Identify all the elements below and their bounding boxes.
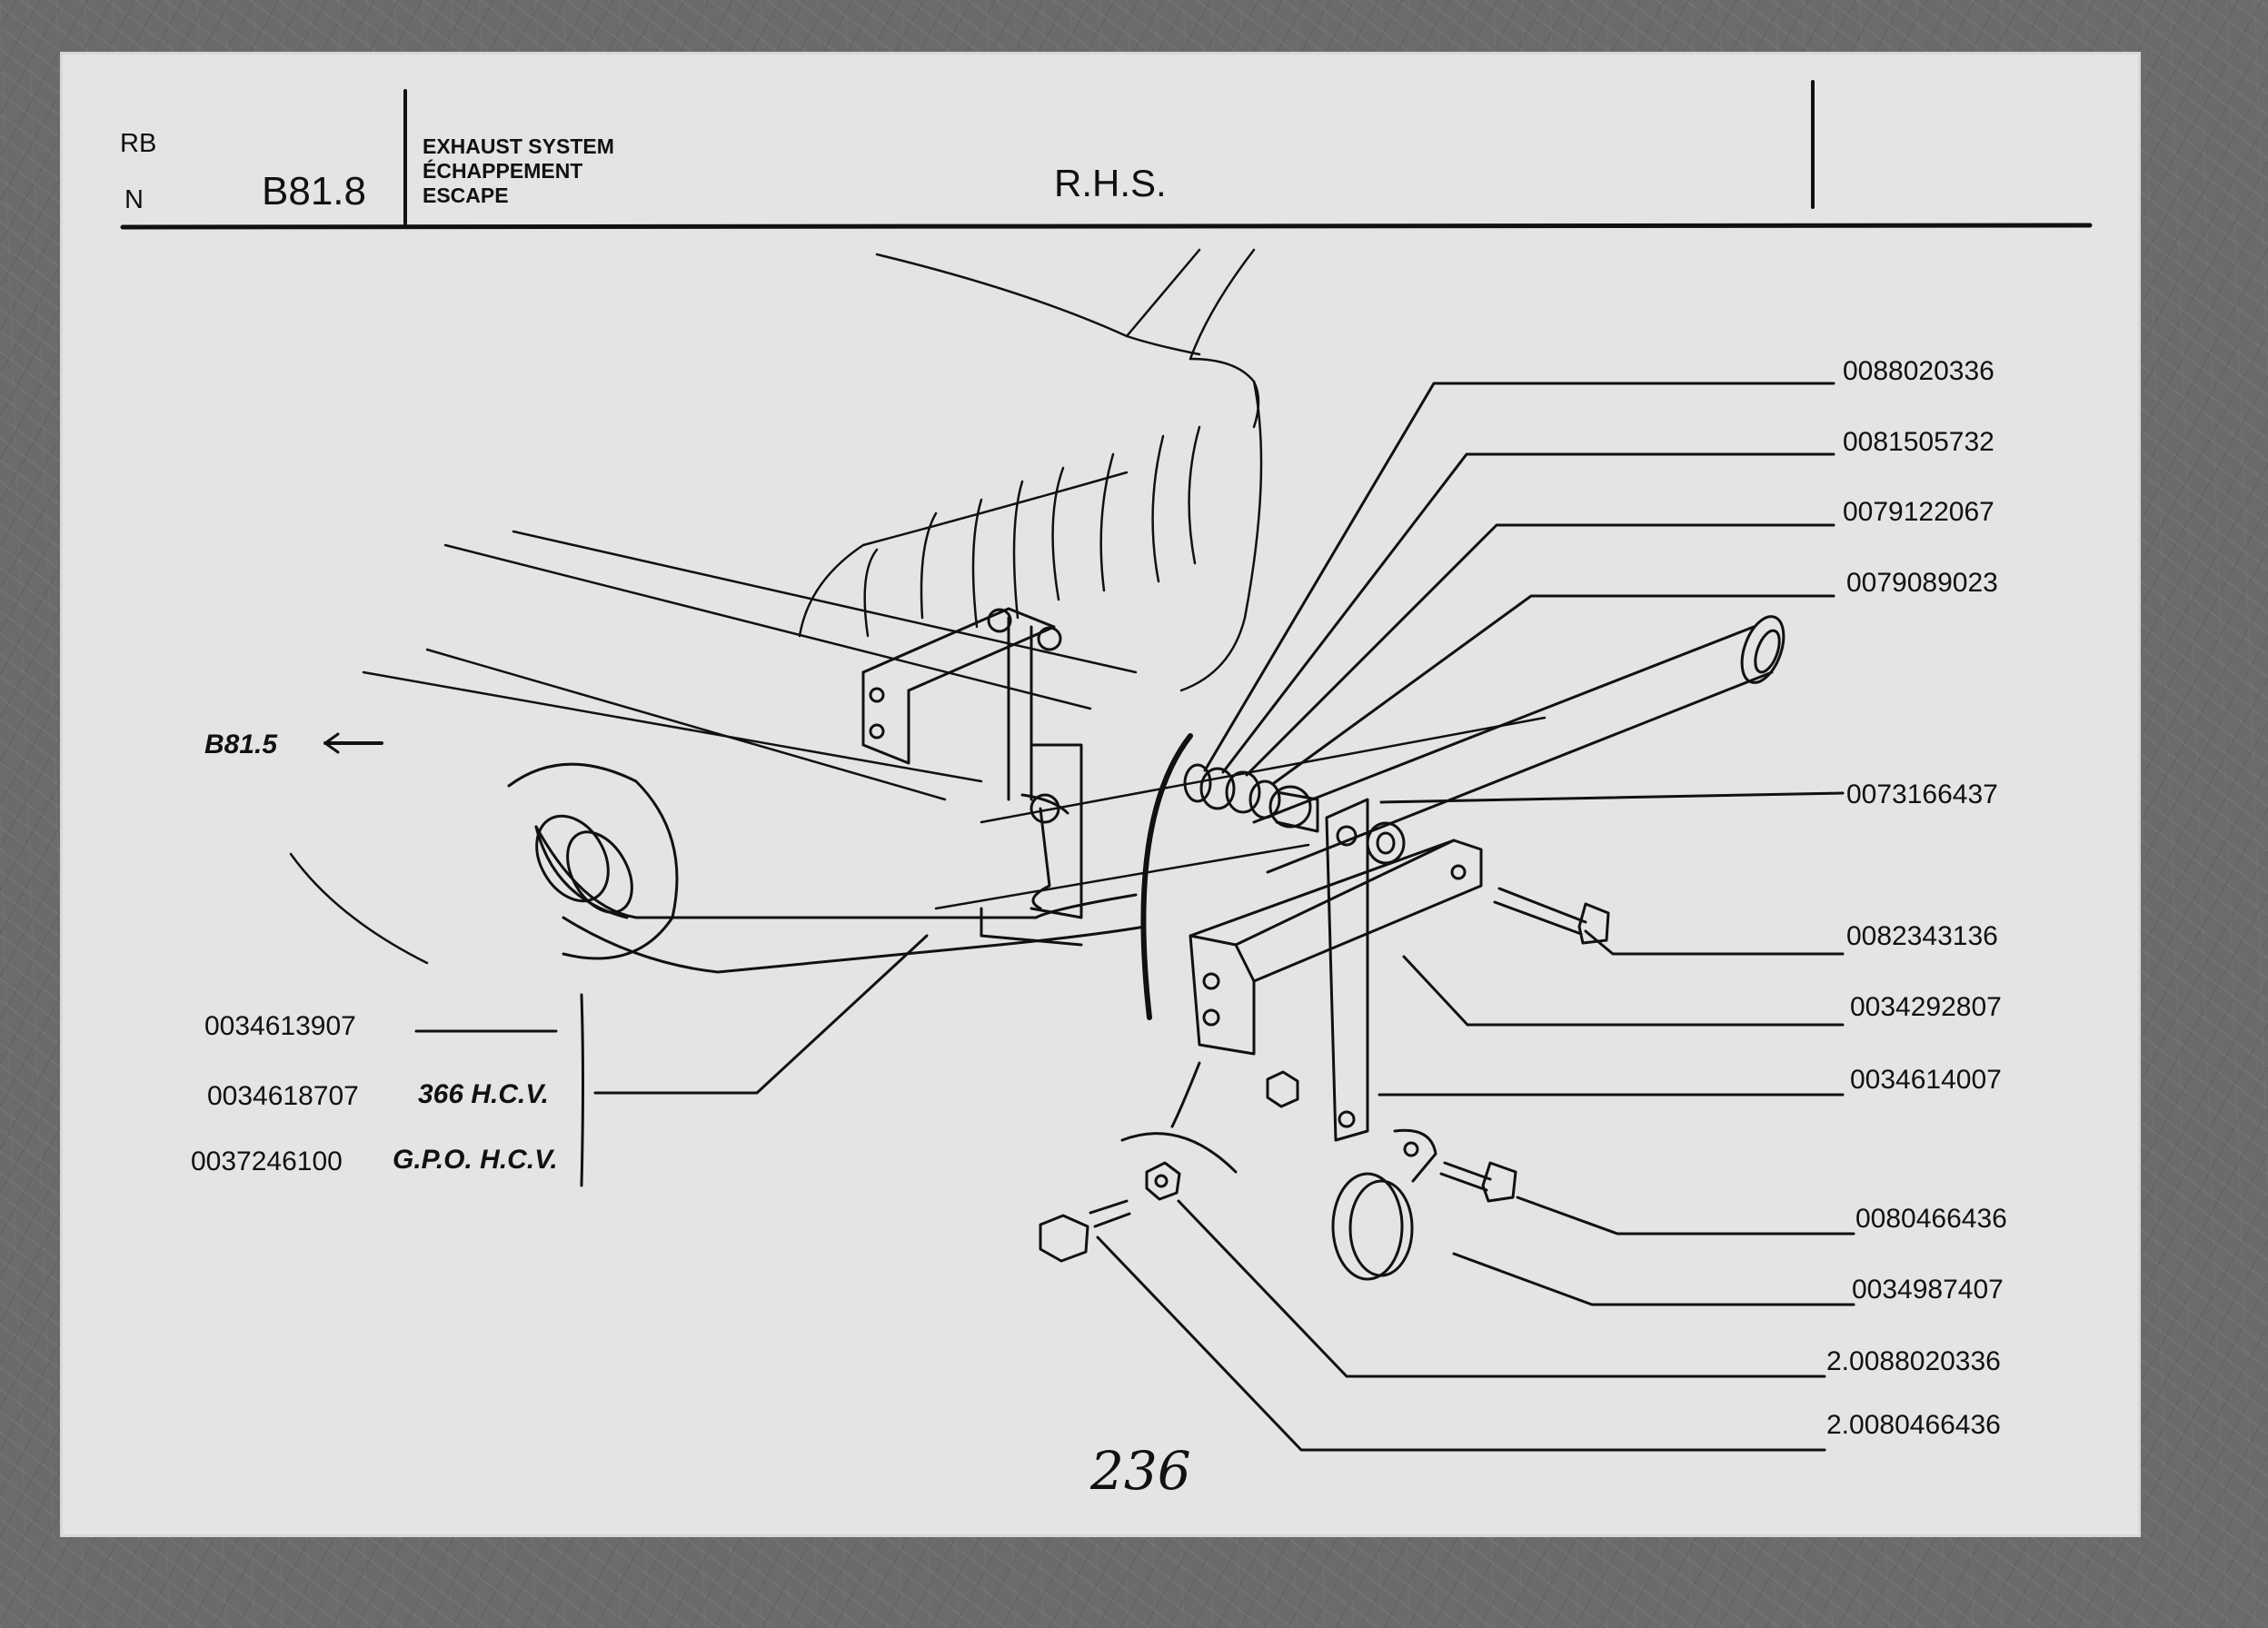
header-rules <box>120 80 2093 230</box>
leader-lines <box>593 382 1855 1452</box>
part-number-callout: 2.0088020336 <box>1826 1346 2001 1376</box>
part-number-callout: 0034987407 <box>1852 1275 2004 1305</box>
part-number-callout: 0081505732 <box>1843 427 1994 457</box>
variant-label: 366 H.C.V. <box>418 1079 549 1109</box>
header-rb: RB <box>120 129 157 158</box>
part-number-callout: 0034292807 <box>1850 992 2002 1022</box>
bolt-lower-left <box>1039 1199 1131 1263</box>
variant-label: G.P.O. H.C.V. <box>393 1145 558 1175</box>
part-number-callout-left: 0037246100 <box>191 1147 343 1176</box>
part-number-callout: 0080466436 <box>1855 1204 2007 1234</box>
part-number-callout: 0082343136 <box>1846 921 1998 951</box>
side-label: R.H.S. <box>1054 162 1167 204</box>
wheel-arc <box>1120 733 1238 1174</box>
part-number-callout: 0088020336 <box>1843 356 1994 386</box>
silencer <box>507 762 679 960</box>
exhaust-pipe <box>534 615 1786 974</box>
nuts <box>1145 1070 1299 1201</box>
left-callout-bracket <box>414 993 584 1187</box>
hanger-bracket <box>861 607 1083 947</box>
part-number-callout: 2.0080466436 <box>1826 1410 2001 1440</box>
page-number: 236 <box>1090 1440 1191 1502</box>
bolt-upper <box>1493 887 1610 945</box>
header-n: N <box>124 185 144 214</box>
arrow-left-icon <box>323 732 383 754</box>
system-title-en: EXHAUST SYSTEM <box>423 134 614 158</box>
part-number-callout-left: 0034613907 <box>204 1011 356 1041</box>
system-title-fr: ÉCHAPPEMENT <box>423 159 583 183</box>
reference-label: B81.5 <box>204 730 278 759</box>
section-code: B81.8 <box>262 169 366 213</box>
pipe-clamp <box>1331 1128 1437 1281</box>
part-number-callout: 0079089023 <box>1846 568 1998 598</box>
part-number-callout: 0073166437 <box>1846 779 1998 809</box>
vehicle-body-outline <box>289 248 1547 965</box>
rubber-bush-stack <box>1183 763 1406 865</box>
system-title-es: ESCAPE <box>423 184 509 207</box>
part-number-callout: 0034614007 <box>1850 1065 2002 1095</box>
mounting-bracket <box>1189 798 1483 1142</box>
part-number-callout-left: 0034618707 <box>207 1081 359 1111</box>
part-number-callout: 0079122067 <box>1843 497 1994 527</box>
bolt-lower-right <box>1439 1161 1517 1203</box>
system-title: EXHAUST SYSTEM ÉCHAPPEMENT ESCAPE <box>423 134 614 208</box>
